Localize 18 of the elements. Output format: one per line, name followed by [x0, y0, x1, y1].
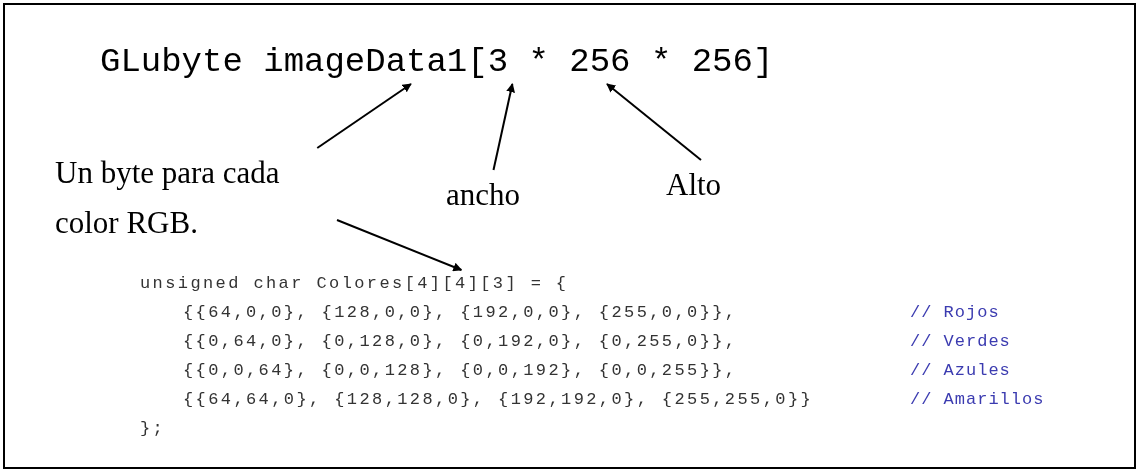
code-comment: // Rojos	[910, 303, 1000, 322]
leader-arrow	[606, 83, 702, 161]
code-line: {{0,64,0}, {0,128,0}, {0,192,0}, {0,255,0}},	[183, 332, 738, 351]
leader-arrow	[492, 83, 515, 171]
code-comment: // Verdes	[910, 332, 1011, 351]
code-comment: // Azules	[910, 361, 1011, 380]
annotation-text: Un byte para cada color RGB.	[55, 148, 337, 248]
code-line: unsigned char Colores[4][4][3] = {	[140, 274, 569, 293]
annotation-text: ancho	[446, 170, 541, 214]
leader-arrow	[336, 219, 463, 272]
code-line: {{0,0,64}, {0,0,128}, {0,0,192}, {0,0,255}},	[183, 361, 738, 380]
leader-arrow	[316, 83, 412, 149]
code-line: {{64,64,0}, {128,128,0}, {192,192,0}, {255,255,0}}	[183, 390, 814, 409]
code-line: };	[140, 419, 166, 438]
code-comment: // Amarillos	[910, 390, 1045, 409]
code-declaration: GLubyte imageData1[3 * 256 * 256]	[100, 40, 776, 84]
annotation-text: Alto	[666, 160, 736, 204]
code-line: {{64,0,0}, {128,0,0}, {192,0,0}, {255,0,0}},	[183, 303, 738, 322]
